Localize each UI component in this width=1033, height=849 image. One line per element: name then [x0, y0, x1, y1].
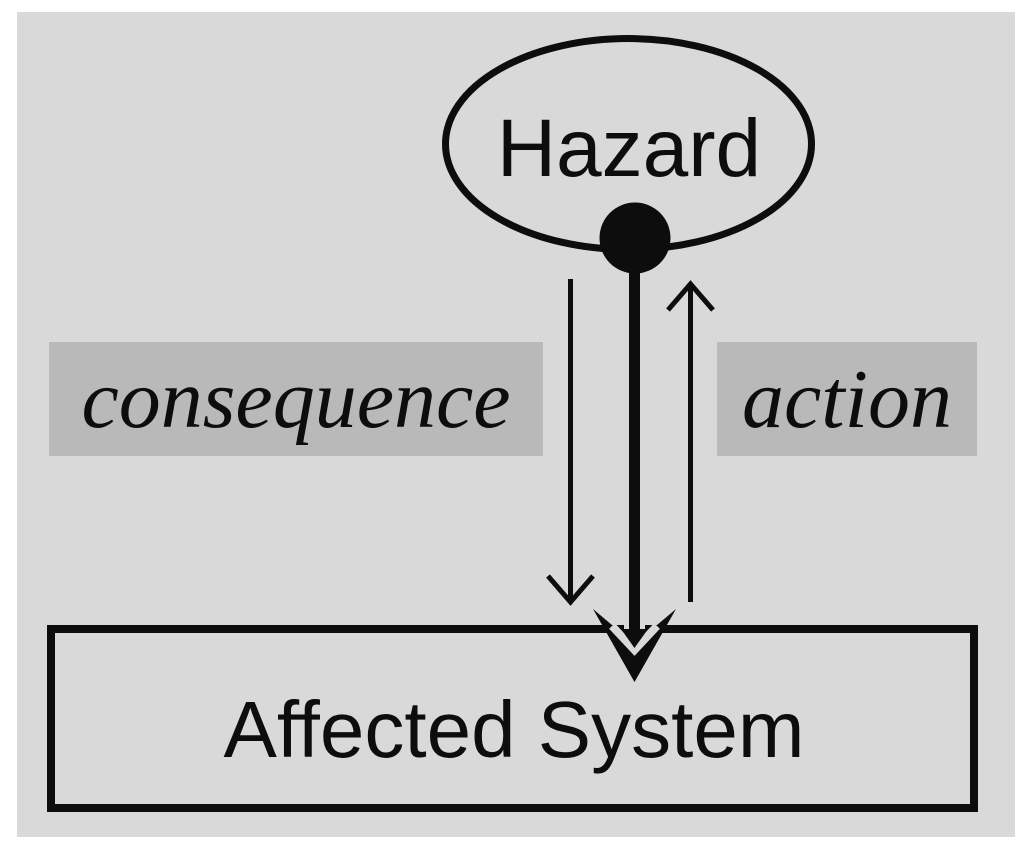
action-label-band [717, 342, 977, 456]
action-arrowhead [666, 280, 715, 312]
inner-arrow-halo [609, 623, 660, 656]
hazard-label: Hazard [497, 103, 761, 194]
action-label: action [742, 353, 952, 446]
affected-system-label: Affected System [223, 685, 804, 774]
consequence-arrow [546, 279, 595, 606]
affected-system-box [47, 625, 978, 812]
action-arrow [666, 280, 715, 602]
inner-arrow-tip [621, 629, 648, 648]
consequence-label: consequence [81, 353, 510, 446]
hazard-junction-dot [599, 202, 671, 274]
consequence-arrowhead [546, 574, 595, 606]
consequence-label-band [49, 342, 543, 456]
